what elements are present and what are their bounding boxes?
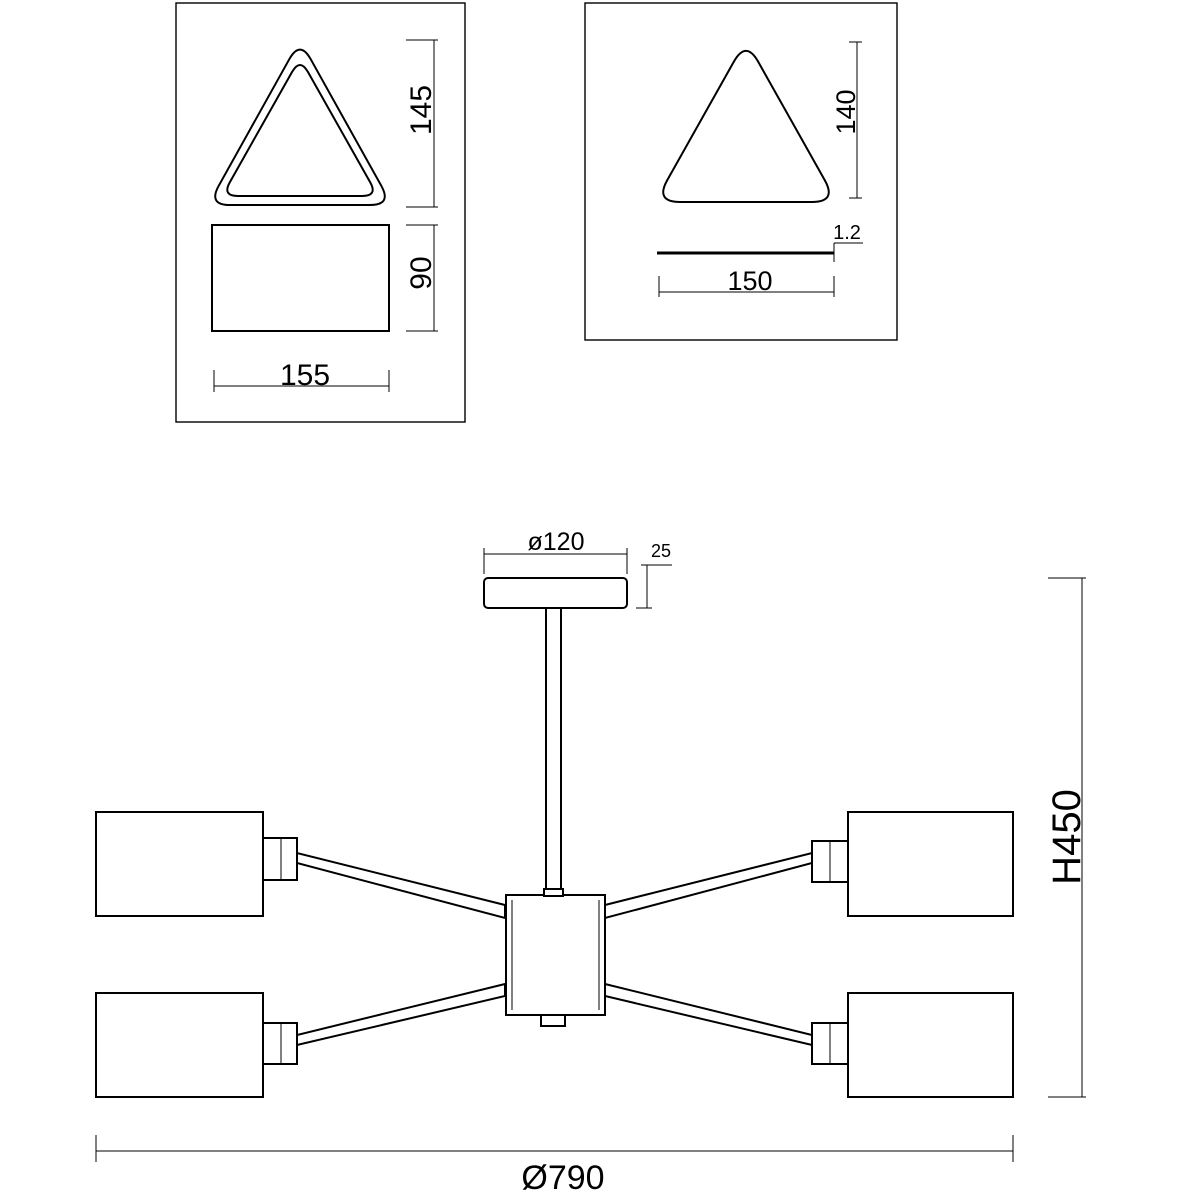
- shade-upper-right: [847, 811, 1014, 917]
- dimension-ring-shade-height: 145: [405, 39, 438, 208]
- dimension-glass-thickness: 1.2: [833, 222, 863, 262]
- lamp-holder-upper-right: [811, 840, 849, 883]
- rod-collar: [543, 888, 564, 897]
- dimension-total-height: H450: [1045, 577, 1089, 1098]
- dimension-label-total-height: H450: [1045, 789, 1089, 885]
- lamp-holder-lower-right: [811, 1022, 849, 1065]
- dimension-label-90: 90: [405, 256, 438, 289]
- arm-upper-left: [296, 851, 506, 920]
- glass-shade-panel: 140 1.2 150: [584, 2, 898, 341]
- ring-shade-panel: 145 90 155: [175, 2, 466, 423]
- arm-upper-right: [604, 851, 813, 920]
- dimension-ring-shade-side-height: 90: [405, 224, 438, 332]
- arm-lower-right: [604, 982, 813, 1047]
- dimension-label-150: 150: [727, 266, 772, 296]
- dimension-canopy-height: 25: [636, 541, 672, 609]
- dimension-label-140: 140: [831, 89, 861, 134]
- dimension-label-155: 155: [280, 359, 330, 392]
- holder-body: [262, 837, 298, 881]
- ring-shade-panel-frame: [175, 2, 466, 423]
- dimension-label-1-2: 1.2: [833, 222, 861, 244]
- dimension-label-canopy-diameter: ø120: [528, 528, 585, 556]
- bottom-finial: [540, 1014, 566, 1027]
- dimension-label-25: 25: [651, 541, 671, 561]
- dimension-glass-shade-height: 140: [831, 41, 862, 199]
- central-body: [505, 888, 606, 1027]
- dimension-ring-shade-width: 155: [213, 359, 390, 392]
- glass-shade-panel-frame: [584, 2, 898, 341]
- holder-body: [262, 1022, 298, 1065]
- ring-shade-top-view: [214, 48, 386, 206]
- ring-shade-side-view: [211, 224, 390, 332]
- dimension-total-diameter: Ø790: [95, 1135, 1014, 1197]
- ceiling-canopy: [483, 577, 628, 609]
- dimension-glass-shade-width: 150: [658, 266, 835, 297]
- lamp-holder-upper-left: [262, 837, 298, 881]
- ring-shade-inner-outline: [226, 63, 374, 197]
- central-body-block: [505, 894, 606, 1016]
- lamp-holder-lower-left: [262, 1022, 298, 1065]
- dimension-label-145: 145: [405, 85, 438, 135]
- chandelier-front-view: ø120 25: [95, 528, 1089, 1197]
- shade-lower-right: [847, 992, 1014, 1098]
- arm-lower-left: [296, 982, 506, 1047]
- shade-upper-left: [95, 811, 264, 917]
- dimension-canopy-diameter: ø120: [483, 528, 628, 574]
- glass-shade-top-view: [662, 49, 830, 203]
- shade-lower-left: [95, 992, 264, 1098]
- suspension-rod: [545, 607, 562, 896]
- dimension-label-total-diameter: Ø790: [521, 1159, 604, 1197]
